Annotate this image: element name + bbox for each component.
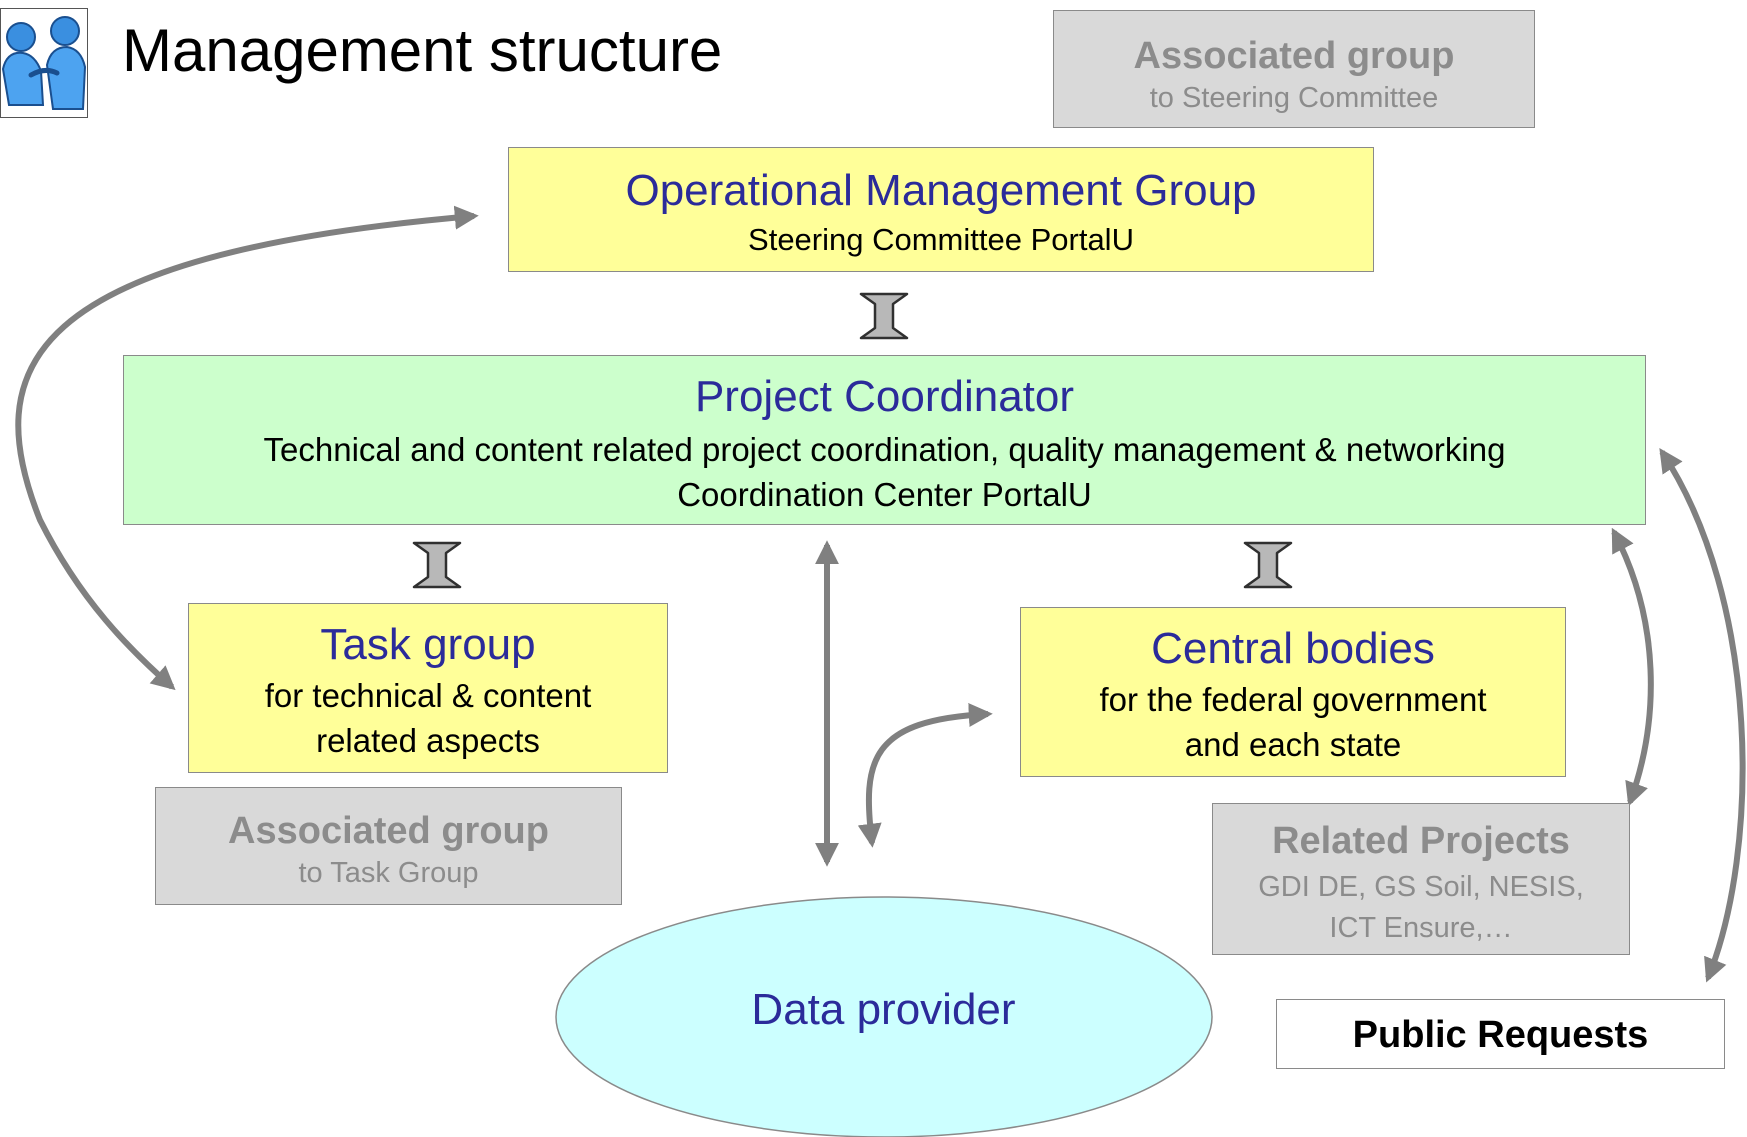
task-group-box: Task group for technical & content relat… (188, 603, 668, 773)
pc-heading: Project Coordinator (694, 372, 1075, 421)
central-bodies-heading: Central bodies (1151, 624, 1435, 673)
associated-group-task-group-box: Associated group to Task Group (155, 787, 622, 905)
two-people-handshake-icon (1, 16, 87, 110)
public-requests-heading: Public Requests (1352, 1014, 1649, 1056)
operational-management-group-box: Operational Management Group Steering Co… (508, 147, 1374, 272)
arrow-omg-taskgroup (15, 205, 479, 691)
associated-group-sc-sub: to Steering Committee (1149, 82, 1439, 114)
related-projects-line1: GDI DE, GS Soil, NESIS, (1258, 871, 1584, 903)
arrow-pc-relatedprojects (1611, 527, 1654, 807)
arrow-pc-publicrequests (1659, 447, 1746, 983)
logo-handshake (0, 8, 88, 118)
task-group-line2: related aspects (316, 721, 540, 759)
project-coordinator-box: Project Coordinator Technical and conten… (123, 355, 1646, 525)
arrow-dataprovider-centralbodies (857, 702, 993, 848)
associated-group-tg-sub: to Task Group (298, 857, 479, 889)
task-group-line1: for technical & content (264, 677, 592, 714)
double-arrow-pc-taskgroup (412, 541, 462, 589)
related-projects-line2: ICT Ensure,… (1329, 911, 1513, 944)
related-projects-box: Related Projects GDI DE, GS Soil, NESIS,… (1212, 803, 1630, 955)
central-bodies-description: for the federal government and each stat… (1021, 678, 1565, 768)
data-provider-label: Data provider (751, 985, 1016, 1034)
double-arrow-pc-centralbodies (1243, 541, 1293, 589)
pc-line1: Technical and content related project co… (263, 431, 1506, 468)
pc-line2: Coordination Center PortalU (677, 475, 1092, 513)
double-arrow-omg-pc (859, 292, 909, 340)
related-projects-heading: Related Projects (1272, 820, 1570, 862)
central-bodies-box: Central bodies for the federal governmen… (1020, 607, 1566, 777)
associated-group-tg-heading: Associated group (228, 810, 549, 852)
central-bodies-line2: and each state (1184, 725, 1402, 763)
omg-sub: Steering Committee PortalU (748, 222, 1134, 257)
related-projects-description: GDI DE, GS Soil, NESIS, ICT Ensure,… (1213, 867, 1629, 948)
task-group-heading: Task group (320, 620, 536, 669)
data-provider-ellipse (555, 896, 1213, 1137)
page-title: Management structure (122, 17, 723, 84)
task-group-description: for technical & content related aspects (189, 674, 667, 764)
pc-description: Technical and content related project co… (124, 428, 1645, 518)
public-requests-box: Public Requests (1276, 999, 1725, 1069)
central-bodies-line1: for the federal government (1099, 681, 1487, 718)
omg-heading: Operational Management Group (625, 166, 1257, 215)
associated-group-steering-committee-box: Associated group to Steering Committee (1053, 10, 1535, 128)
associated-group-sc-heading: Associated group (1133, 35, 1455, 77)
